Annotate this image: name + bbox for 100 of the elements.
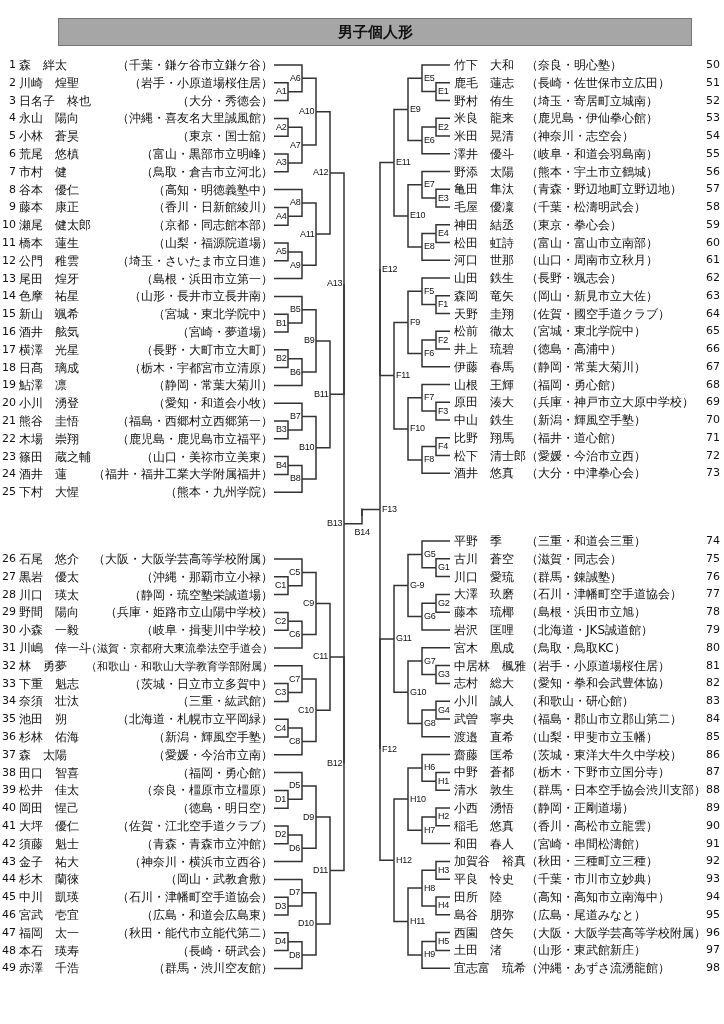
affiliation-text: （北海道・JKS誠道館） [526, 622, 654, 639]
affiliation-text: （奈良・明心塾） [526, 57, 622, 74]
bracket-line [393, 161, 409, 217]
player-name: 加賀谷 裕真 [454, 853, 526, 871]
match-label: D1 [275, 793, 286, 804]
entry-number: 68 [706, 376, 720, 393]
affiliation-text: （千葉・鎌ケ谷市立鎌ケ谷） [117, 57, 273, 74]
bracket-line [287, 126, 303, 146]
bracket-line [273, 420, 289, 431]
entry-number: 84 [706, 711, 720, 727]
bracket-line [273, 215, 289, 226]
bracket-line [435, 117, 451, 128]
bracket-line [315, 110, 331, 174]
affiliation-text: （福井・福井工業大学附属福井） [93, 466, 273, 484]
player-name: 中野 蒼都 [454, 764, 514, 782]
bracket-line [287, 620, 303, 636]
match-label: B8 [290, 473, 301, 484]
match-label: G4 [438, 704, 450, 715]
affiliation-text: （鳥取・鳥取KC） [526, 639, 626, 657]
bracket-line [421, 383, 451, 399]
bracket-line [287, 571, 303, 587]
entry-number: 6 [9, 146, 16, 162]
bracket-line [435, 339, 451, 350]
bracket-line [273, 611, 289, 623]
match-label: H7 [424, 824, 435, 835]
bracket-line [435, 807, 451, 818]
bracket-line [287, 251, 303, 267]
bracket-line [273, 117, 289, 129]
bracket-line [435, 931, 451, 943]
bracket-line [421, 64, 451, 80]
match-label: E12 [382, 263, 398, 274]
entry-number: 7 [9, 163, 16, 180]
bracket-line [287, 309, 303, 324]
player-name: 西園 啓矢 [454, 924, 514, 942]
entry-number: 86 [706, 746, 720, 763]
entry-number: 14 [2, 288, 16, 305]
entry-number: 67 [706, 358, 720, 375]
match-label: H2 [438, 811, 449, 822]
bracket-line [407, 553, 423, 587]
affiliation-text: （石川・津幡町空手道協会） [117, 889, 273, 907]
bracket-line [435, 673, 451, 685]
entry-number: 28 [2, 586, 16, 603]
bracket-line [435, 188, 451, 199]
bracket-line [421, 753, 451, 769]
bracket-line [421, 887, 437, 907]
affiliation-text: （山形・長井市立長井南） [129, 288, 273, 306]
match-label: A6 [290, 72, 301, 83]
match-label: E9 [410, 103, 421, 114]
bracket-line [421, 940, 437, 956]
entry-number: 31 [2, 640, 16, 656]
bracket-line [421, 445, 437, 461]
bracket-line [301, 415, 317, 449]
player-name: 森 太陽 [19, 746, 67, 764]
affiliation-text: （東京・拳心会） [526, 216, 622, 234]
entry-number: 3 [9, 92, 16, 109]
match-label: B13 [327, 518, 343, 529]
match-label: A8 [290, 197, 301, 208]
affiliation-text: （神奈川・横浜市立西谷） [129, 853, 273, 871]
match-label: F4 [438, 441, 448, 452]
bracket-line [407, 108, 423, 142]
match-label: B6 [290, 366, 301, 377]
match-label: A2 [276, 121, 287, 132]
affiliation-text: （高知・高知市立南海中） [526, 889, 670, 906]
player-name: 松前 徹太 [454, 323, 514, 341]
entry-number: 95 [706, 906, 720, 923]
affiliation-text: （奈良・橿原市立橿原） [141, 782, 273, 800]
bracket-line [435, 410, 451, 421]
bracket-line [407, 691, 423, 725]
affiliation-text: （長崎・研武会） [177, 942, 273, 960]
entry-number: 88 [706, 782, 720, 799]
bracket-line [287, 892, 303, 907]
player-name: 福岡 太一 [19, 924, 79, 942]
affiliation-text: （宮城・東北学院中） [526, 323, 646, 341]
match-label: A7 [290, 139, 301, 150]
player-name: 橋本 蓮生 [19, 235, 79, 252]
match-label: F10 [410, 423, 425, 434]
bracket-line [315, 816, 331, 872]
match-label: B11 [314, 388, 329, 399]
match-label: C4 [275, 722, 286, 733]
affiliation-text: （静岡・常葉大菊川） [526, 358, 646, 376]
player-name: 平良 怜史 [454, 871, 514, 889]
bracket-line [273, 64, 303, 80]
player-name: 新山 颯希 [19, 306, 79, 324]
match-label: F1 [438, 299, 448, 310]
affiliation-text: （大分・中津拳心会） [526, 465, 646, 483]
bracket-line [301, 77, 317, 113]
player-name: 宮武 壱宜 [19, 907, 79, 924]
entry-number: 87 [706, 764, 720, 781]
bracket-line [273, 691, 289, 703]
affiliation-text: （神奈川・志空会） [526, 128, 634, 145]
bracket-line [421, 647, 451, 662]
entry-number: 92 [706, 853, 720, 870]
match-label: C8 [289, 735, 300, 746]
match-label: G11 [396, 633, 412, 644]
match-label: A13 [327, 278, 343, 289]
bracket-line [435, 437, 451, 448]
affiliation-text: （滋賀・同志会） [526, 550, 622, 568]
affiliation-text: （秋田・三種町立三種） [526, 853, 658, 871]
player-name: 稲毛 悠真 [454, 817, 514, 835]
player-name: 黒岩 優太 [19, 568, 79, 586]
